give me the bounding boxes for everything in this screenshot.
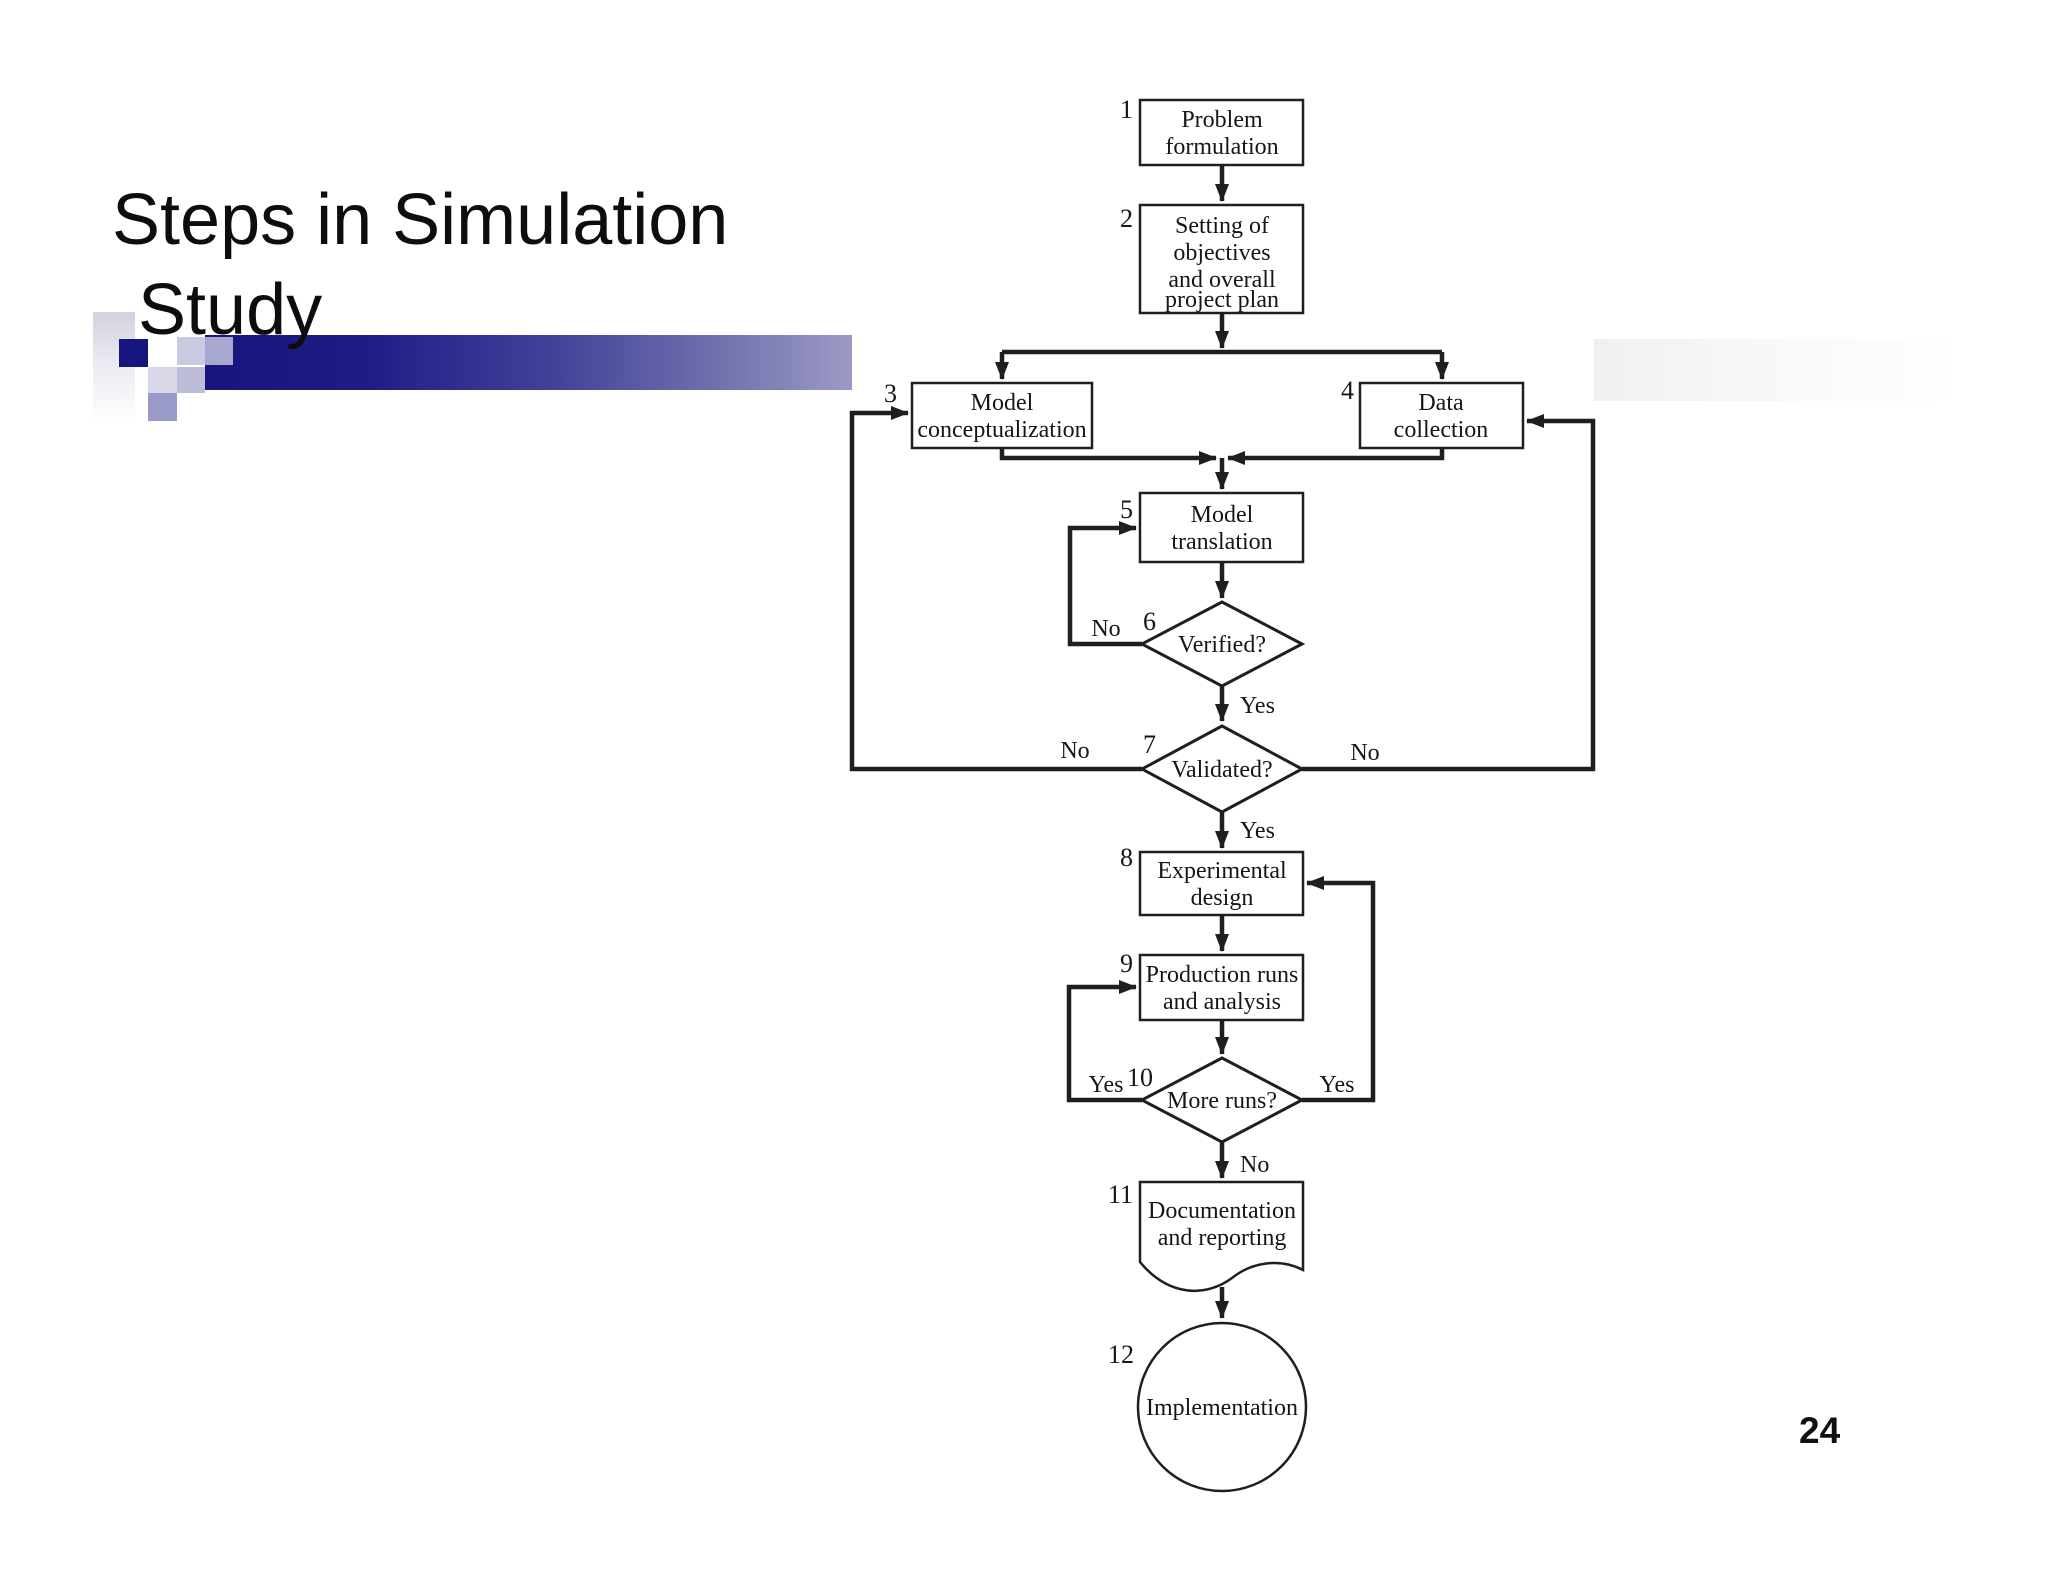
- validated-no-left-loop: [849, 406, 1142, 772]
- step-number-6: 6: [1143, 607, 1156, 636]
- node-9-production-runs: [1138, 953, 1305, 1022]
- validated-no-right-label: No: [1350, 740, 1379, 766]
- flowchart-node-labels: Problem formulation Setting of objective…: [917, 107, 1488, 1421]
- decor-navy-square: [119, 339, 148, 367]
- node-12-implementation-circle: [1136, 1321, 1308, 1493]
- node-10-more-runs-decision: [1138, 1056, 1306, 1144]
- step-number-8: 8: [1120, 843, 1133, 872]
- moreruns-yes-left-label: Yes: [1089, 1072, 1124, 1098]
- verified-no-label: No: [1091, 616, 1120, 642]
- validated-no-right-loop: [1302, 414, 1596, 772]
- decor-main-gradient-bar: [205, 335, 852, 390]
- flowchart-connectors: [849, 165, 1596, 1319]
- node-6-label: Verified?: [1178, 632, 1266, 658]
- step-number-9: 9: [1120, 949, 1133, 978]
- node-2-label-line1: Setting of: [1175, 213, 1269, 239]
- node-7-label: Validated?: [1171, 757, 1272, 783]
- node-4-data-collection: [1358, 381, 1525, 450]
- node-4-label-line2: collection: [1394, 417, 1489, 443]
- moreruns-yes-left-loop: [1066, 980, 1142, 1103]
- node-11-label-line1: Documentation: [1148, 1198, 1296, 1224]
- flowchart-shapes: [910, 98, 1525, 1493]
- verified-yes-label: Yes: [1240, 693, 1275, 719]
- node-5-label-line1: Model: [1191, 502, 1254, 528]
- step-number-2: 2: [1120, 204, 1133, 233]
- moreruns-yes-right-loop: [1302, 876, 1376, 1103]
- node-9-label-line1: Production runs: [1146, 962, 1299, 988]
- decor-square-light-2: [148, 367, 177, 393]
- moreruns-yes-right-label: Yes: [1320, 1072, 1355, 1098]
- node-9-label-line2: and analysis: [1163, 989, 1281, 1015]
- step-number-12: 12: [1108, 1340, 1134, 1369]
- verified-no-loop: [1067, 521, 1142, 647]
- decor-square-medium-3: [148, 393, 177, 421]
- flowchart-edge-labels: No Yes No No Yes Yes Yes No: [1060, 616, 1379, 1178]
- node-4-label-line1: Data: [1418, 390, 1464, 416]
- node-3-model-conceptualization: [910, 381, 1094, 450]
- node-6-verified-decision: [1138, 600, 1306, 688]
- node-2-label-line4: project plan: [1165, 287, 1279, 313]
- node-7-validated-decision: [1138, 724, 1306, 814]
- node-3-label-line2: conceptualization: [917, 417, 1086, 443]
- merge-from-4: [1227, 448, 1445, 465]
- node-11-documentation-document: [1138, 1180, 1305, 1292]
- node-2-setting-objectives: [1138, 203, 1305, 315]
- step-number-5: 5: [1120, 495, 1133, 524]
- node-8-experimental-design: [1138, 850, 1305, 917]
- step-number-1: 1: [1120, 95, 1133, 124]
- node-1-problem-formulation: [1138, 98, 1305, 167]
- step-number-10: 10: [1127, 1063, 1153, 1092]
- page-number: 24: [1799, 1410, 1841, 1451]
- merge-from-3: [999, 448, 1217, 465]
- node-2-label-line3: and overall: [1168, 267, 1276, 293]
- validated-yes-label: Yes: [1240, 818, 1275, 844]
- slide-title-line1: Steps in Simulation: [112, 180, 729, 260]
- decor-square-light-1: [177, 337, 205, 365]
- flowchart-step-numbers: 1 2 3 4 5 6 7 8 9 10 11 12: [884, 95, 1354, 1369]
- node-5-model-translation: [1138, 491, 1305, 564]
- slide-title-line2: Study: [138, 270, 323, 350]
- decor-square-medium-2: [177, 367, 205, 393]
- node-5-label-line2: translation: [1171, 529, 1272, 555]
- decor-square-medium-1: [205, 337, 233, 365]
- node-2-label-line2: objectives: [1173, 240, 1270, 266]
- node-1-label-line1: Problem: [1181, 107, 1263, 133]
- node-11-label-line2: and reporting: [1158, 1225, 1287, 1251]
- step-number-3: 3: [884, 379, 897, 408]
- node-8-label-line2: design: [1191, 885, 1254, 911]
- step-number-11: 11: [1108, 1180, 1133, 1209]
- node-12-label: Implementation: [1146, 1395, 1298, 1421]
- moreruns-no-label: No: [1240, 1152, 1269, 1178]
- node-8-label-line1: Experimental: [1157, 858, 1287, 884]
- validated-no-left-label: No: [1060, 738, 1089, 764]
- node-1-label-line2: formulation: [1165, 134, 1278, 160]
- step-number-4: 4: [1341, 376, 1354, 405]
- node-10-label: More runs?: [1167, 1088, 1277, 1114]
- step-number-7: 7: [1143, 730, 1156, 759]
- decor-right-light-bar: [1594, 339, 1951, 401]
- node-3-label-line1: Model: [971, 390, 1034, 416]
